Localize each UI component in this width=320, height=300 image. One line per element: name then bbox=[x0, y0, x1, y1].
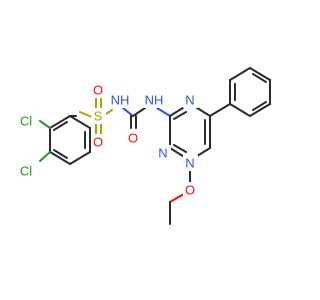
triazine-phenyl-bond bbox=[209, 103, 231, 117]
chlorine-label-top: Cl bbox=[20, 114, 32, 129]
ether-oxygen-label: O bbox=[185, 183, 195, 198]
n-c-bond bbox=[122, 107, 134, 117]
c-cl-bond-top bbox=[39, 120, 51, 129]
carbonyl-oxygen-label: O bbox=[128, 131, 138, 146]
sulfur-label: S bbox=[94, 109, 103, 124]
triazine-nitrogen-left-label: N bbox=[158, 146, 167, 161]
urea-nh-label: NH bbox=[145, 93, 164, 108]
triazine-ring bbox=[169, 105, 211, 159]
sulfonyl-oxygen-top-label: O bbox=[93, 83, 103, 98]
c-cl-bond-bottom bbox=[39, 151, 51, 162]
s-n-bond bbox=[105, 109, 113, 115]
triazine-nitrogen-bottom-label: N bbox=[185, 156, 194, 171]
dichlorophenyl-ring bbox=[49, 115, 91, 165]
sulfonamide-nh-label: NH bbox=[111, 93, 130, 108]
phenyl-ring bbox=[229, 67, 271, 117]
triazine-nitrogen-top-label: N bbox=[185, 93, 194, 108]
atom-labels: Cl Cl S O O NH NH O N N N O bbox=[16, 82, 198, 198]
chlorine-label-bottom: Cl bbox=[20, 164, 32, 179]
sulfonyl-oxygen-bottom-label: O bbox=[93, 135, 103, 150]
molecule-structure-diagram: Cl Cl S O O NH NH O N N N O bbox=[16, 67, 271, 225]
